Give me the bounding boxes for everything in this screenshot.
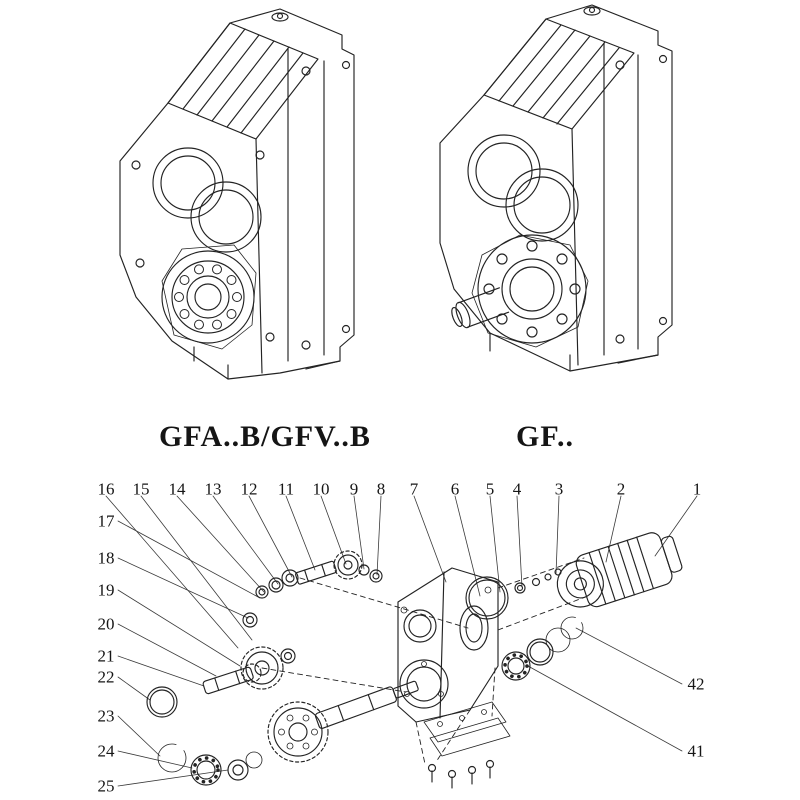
- callout-17: 17: [97, 511, 115, 531]
- gearbox-drawing-gfab-gfv: [119, 8, 355, 380]
- callout-6: 6: [450, 479, 460, 499]
- callout-15: 15: [132, 479, 150, 499]
- model-label-gf: GF..: [516, 420, 574, 453]
- callout-2: 2: [616, 479, 626, 499]
- gearbox-drawing-gf: [439, 4, 673, 372]
- callout-18: 18: [97, 548, 115, 568]
- callout-1: 1: [692, 479, 702, 499]
- callout-41: 41: [687, 741, 705, 761]
- exploded-parts-drawing: [105, 495, 698, 789]
- callout-25: 25: [97, 776, 115, 796]
- callout-23: 23: [97, 706, 115, 726]
- callout-20: 20: [97, 614, 115, 634]
- callout-3: 3: [554, 479, 564, 499]
- callout-8: 8: [376, 479, 386, 499]
- callout-16: 16: [97, 479, 115, 499]
- callout-9: 9: [349, 479, 359, 499]
- callout-12: 12: [240, 479, 258, 499]
- callout-22: 22: [97, 667, 115, 687]
- callout-13: 13: [204, 479, 222, 499]
- model-label-gfab-gfv: GFA..B/GFV..B: [159, 420, 371, 453]
- callout-14: 14: [168, 479, 186, 499]
- callout-10: 10: [312, 479, 330, 499]
- callout-42: 42: [687, 674, 705, 694]
- callout-24: 24: [97, 741, 115, 761]
- callout-21: 21: [97, 646, 115, 666]
- callout-19: 19: [97, 580, 115, 600]
- callout-4: 4: [512, 479, 522, 499]
- callout-5: 5: [485, 479, 495, 499]
- callout-7: 7: [409, 479, 419, 499]
- callout-11: 11: [277, 479, 295, 499]
